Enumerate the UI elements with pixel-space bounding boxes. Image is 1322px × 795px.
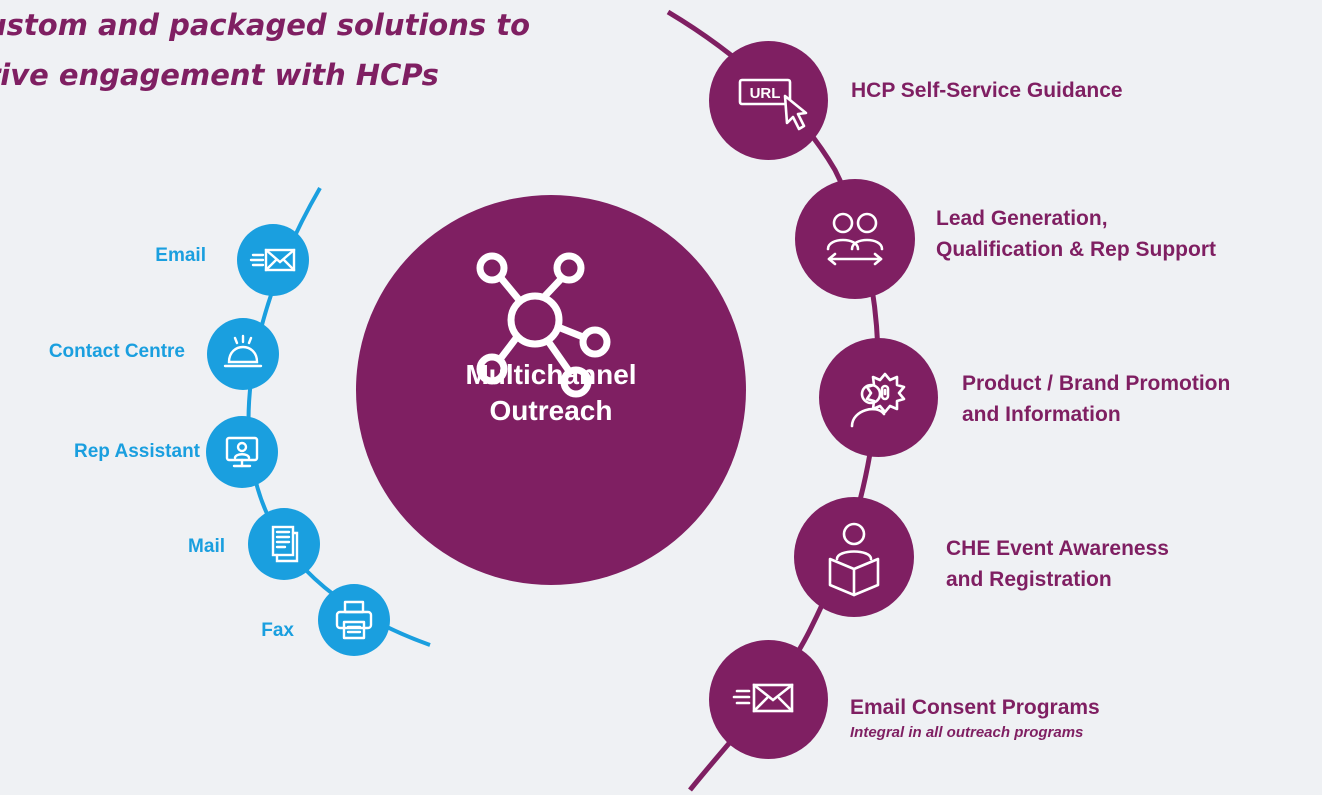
program-label-lead-generation: Lead Generation, Qualification & Rep Sup… [936, 203, 1216, 265]
program-label-product-promotion-line-1: Product / Brand Promotion [962, 372, 1231, 395]
channel-label-fax: Fax [261, 620, 294, 641]
program-node-product-promotion [819, 338, 938, 457]
rep-monitor-icon [225, 436, 259, 468]
program-node-self-service: URL [709, 41, 828, 160]
channel-label-contact-centre: Contact Centre [48, 341, 185, 362]
program-label-product-promotion: Product / Brand Promotion and Informatio… [962, 368, 1230, 430]
url-cursor-icon: URL [738, 78, 808, 131]
channel-node-mail [248, 508, 320, 580]
center-title: Multichannel Outreach [356, 357, 746, 429]
people-exchange-icon [826, 212, 884, 266]
service-bell-icon [223, 334, 263, 368]
email-icon [732, 683, 794, 713]
headline-line-2: rive engagement with HCPs [0, 58, 439, 92]
program-node-lead-generation [795, 179, 915, 299]
program-label-che-event-line-1: CHE Event Awareness [946, 537, 1169, 560]
channel-node-email [237, 224, 309, 296]
fax-printer-icon [335, 600, 373, 640]
channel-node-contact-centre [207, 318, 279, 390]
svg-text:URL: URL [750, 85, 781, 102]
channel-label-email: Email [155, 245, 206, 266]
channel-label-rep-assistant: Rep Assistant [74, 441, 200, 462]
program-label-email-consent-subtitle: Integral in all outreach programs [850, 724, 1084, 741]
program-label-lead-generation-line-2: Qualification & Rep Support [936, 238, 1217, 261]
channel-node-rep-assistant [206, 416, 278, 488]
program-label-email-consent: Email Consent Programs Integral in all o… [850, 692, 1100, 743]
channel-label-mail: Mail [188, 536, 225, 557]
center-title-line-1: Multichannel [465, 359, 637, 390]
headline-line-1: ustom and packaged solutions to [0, 8, 531, 42]
person-badge-icon [850, 372, 906, 428]
hub-network-icon [476, 252, 611, 398]
program-node-che-event [794, 497, 914, 617]
reader-book-icon [828, 522, 880, 597]
program-label-self-service-line-1: HCP Self-Service Guidance [851, 79, 1123, 102]
center-title-line-2: Outreach [489, 395, 613, 426]
program-label-che-event: CHE Event Awareness and Registration [946, 533, 1169, 595]
program-label-lead-generation-line-1: Lead Generation, [936, 207, 1108, 230]
document-mail-icon [271, 525, 299, 563]
program-label-product-promotion-line-2: and Information [962, 403, 1121, 426]
headline: ustom and packaged solutions to rive eng… [0, 0, 530, 100]
program-label-self-service: HCP Self-Service Guidance [851, 75, 1123, 106]
email-icon [249, 248, 296, 272]
center-node: Multichannel Outreach [356, 195, 746, 585]
program-label-che-event-line-2: and Registration [946, 568, 1112, 591]
program-label-email-consent-line-1: Email Consent Programs [850, 696, 1100, 719]
channel-node-fax [318, 584, 390, 656]
program-node-email-consent [709, 640, 828, 759]
